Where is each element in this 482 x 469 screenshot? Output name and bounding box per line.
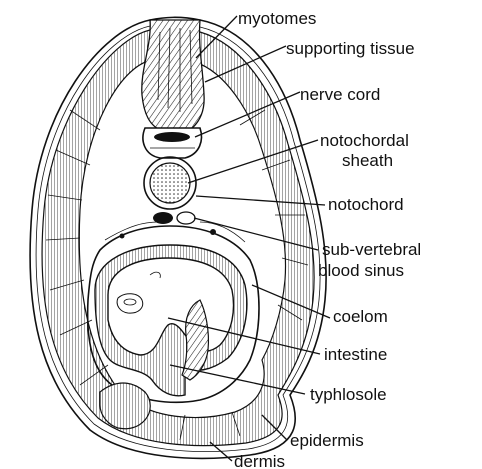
label-sheath: sheath — [342, 151, 393, 170]
label-myotomes: myotomes — [238, 9, 316, 28]
supporting-tissue — [142, 20, 204, 130]
label-intestine: intestine — [324, 345, 387, 364]
label-dermis: dermis — [234, 452, 285, 469]
nerve-cord — [143, 128, 201, 158]
label-sub-vertebral: sub-vertebral — [322, 240, 421, 259]
label-epidermis: epidermis — [290, 431, 364, 450]
intestine — [95, 245, 247, 396]
label-notochord: notochord — [328, 195, 404, 214]
label-typhlosole: typhlosole — [310, 385, 387, 404]
label-nerve-cord: nerve cord — [300, 85, 380, 104]
label-blood-sinus: blood sinus — [318, 261, 404, 280]
label-supporting-tissue: supporting tissue — [286, 39, 415, 58]
label-notochordal: notochordal — [320, 131, 409, 150]
label-coelom: coelom — [333, 307, 388, 326]
